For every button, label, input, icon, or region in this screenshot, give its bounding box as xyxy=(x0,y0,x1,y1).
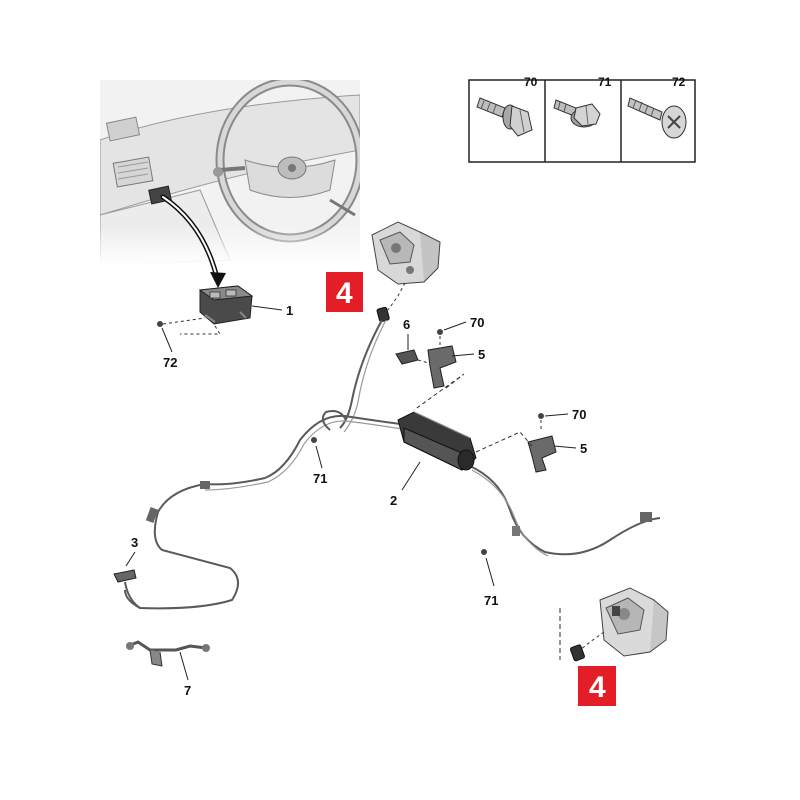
leader-5a xyxy=(451,353,475,357)
bolt-70-upper xyxy=(437,329,443,335)
clip-6 xyxy=(395,349,419,365)
lower-caliper xyxy=(599,587,669,657)
inset-pointer xyxy=(160,194,226,288)
top-cable-end xyxy=(376,306,390,323)
callout-70a: 70 xyxy=(470,315,484,330)
bracket-7 xyxy=(126,640,210,667)
leader-3 xyxy=(125,551,136,567)
badge-4-bottom: 4 xyxy=(578,666,616,706)
leader-1 xyxy=(251,305,283,311)
bracket-3 xyxy=(113,569,137,583)
inset-label-70: 70 xyxy=(524,75,538,89)
badge-4-top: 4 xyxy=(326,272,363,312)
callout-5b: 5 xyxy=(580,441,587,456)
bracket-5-upper xyxy=(427,345,457,389)
leader-71b xyxy=(485,557,495,587)
bolt-70-icon xyxy=(476,97,533,137)
leader-5b xyxy=(553,445,577,449)
dash-5a-actuator xyxy=(413,373,465,411)
leader-70b xyxy=(544,413,569,417)
callout-72: 72 xyxy=(163,355,177,370)
leader-70a xyxy=(443,321,467,331)
leader-72 xyxy=(161,327,173,353)
badge-4-bottom-label: 4 xyxy=(589,671,606,704)
callout-6: 6 xyxy=(403,317,410,332)
callout-5a: 5 xyxy=(478,347,485,362)
callout-7: 7 xyxy=(184,683,191,698)
bolt-71-right xyxy=(481,549,487,555)
cable-clip-left xyxy=(145,507,159,523)
actuator-motor xyxy=(397,411,477,471)
leader-2 xyxy=(401,461,421,491)
screw-72 xyxy=(157,317,221,335)
inset-label-71: 71 xyxy=(598,75,612,89)
callout-3: 3 xyxy=(131,535,138,550)
dash-5b-actuator xyxy=(475,431,533,453)
callout-1: 1 xyxy=(286,303,293,318)
bolt-70-lower xyxy=(538,413,544,419)
leader-7 xyxy=(179,651,189,681)
bolt-71-left xyxy=(311,437,317,443)
cable-end-3 xyxy=(124,581,141,609)
fastener-inset: 70 71 72 xyxy=(468,75,696,163)
brake-cables xyxy=(124,319,661,610)
cable-clip-71b xyxy=(512,526,520,536)
callout-70b: 70 xyxy=(572,407,586,422)
top-caliper xyxy=(371,221,441,285)
badge-4-top-label: 4 xyxy=(336,277,353,310)
inset-label-72: 72 xyxy=(672,75,686,89)
dashboard-inset xyxy=(100,80,360,265)
cable-clip-right xyxy=(640,512,652,522)
parking-brake-switch xyxy=(198,285,254,325)
top-caliper-dash xyxy=(387,282,406,311)
bracket-5-lower xyxy=(527,435,557,473)
lower-caliper-dash xyxy=(579,631,605,651)
callout-71b: 71 xyxy=(484,593,498,608)
bolt-71-icon xyxy=(553,99,601,128)
bottom-cable-end xyxy=(569,644,585,662)
callout-2: 2 xyxy=(390,493,397,508)
cable-clip-mid xyxy=(200,481,210,489)
leader-71a xyxy=(315,445,323,469)
callout-71a: 71 xyxy=(313,471,327,486)
screw-72-icon xyxy=(627,97,687,139)
